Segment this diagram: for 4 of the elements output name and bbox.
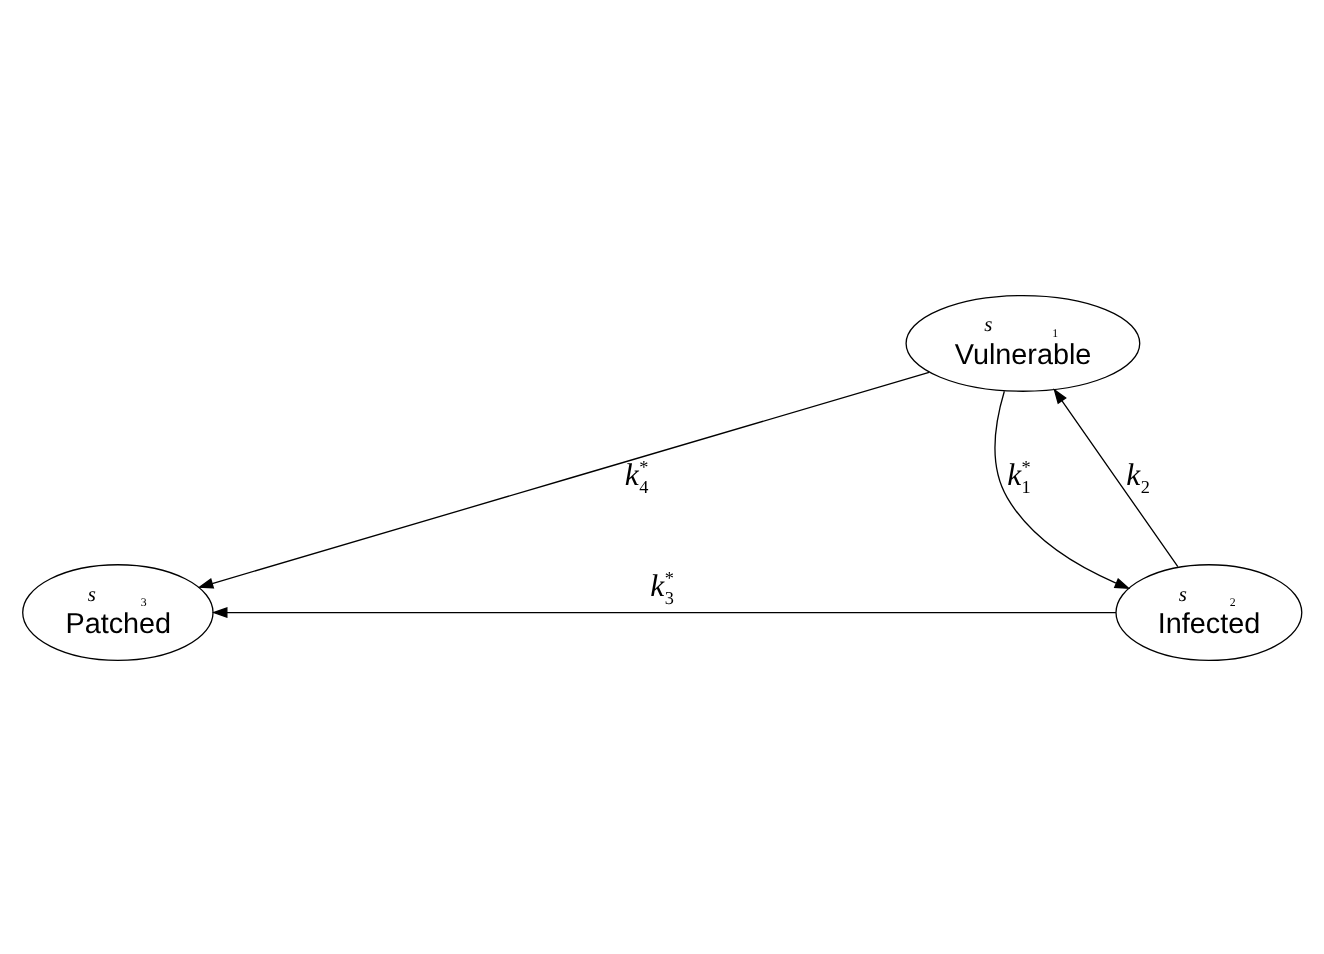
- arrow: [994, 389, 1131, 588]
- arrow: [1053, 387, 1179, 567]
- arrow: [211, 606, 1117, 618]
- arrow: [197, 370, 930, 588]
